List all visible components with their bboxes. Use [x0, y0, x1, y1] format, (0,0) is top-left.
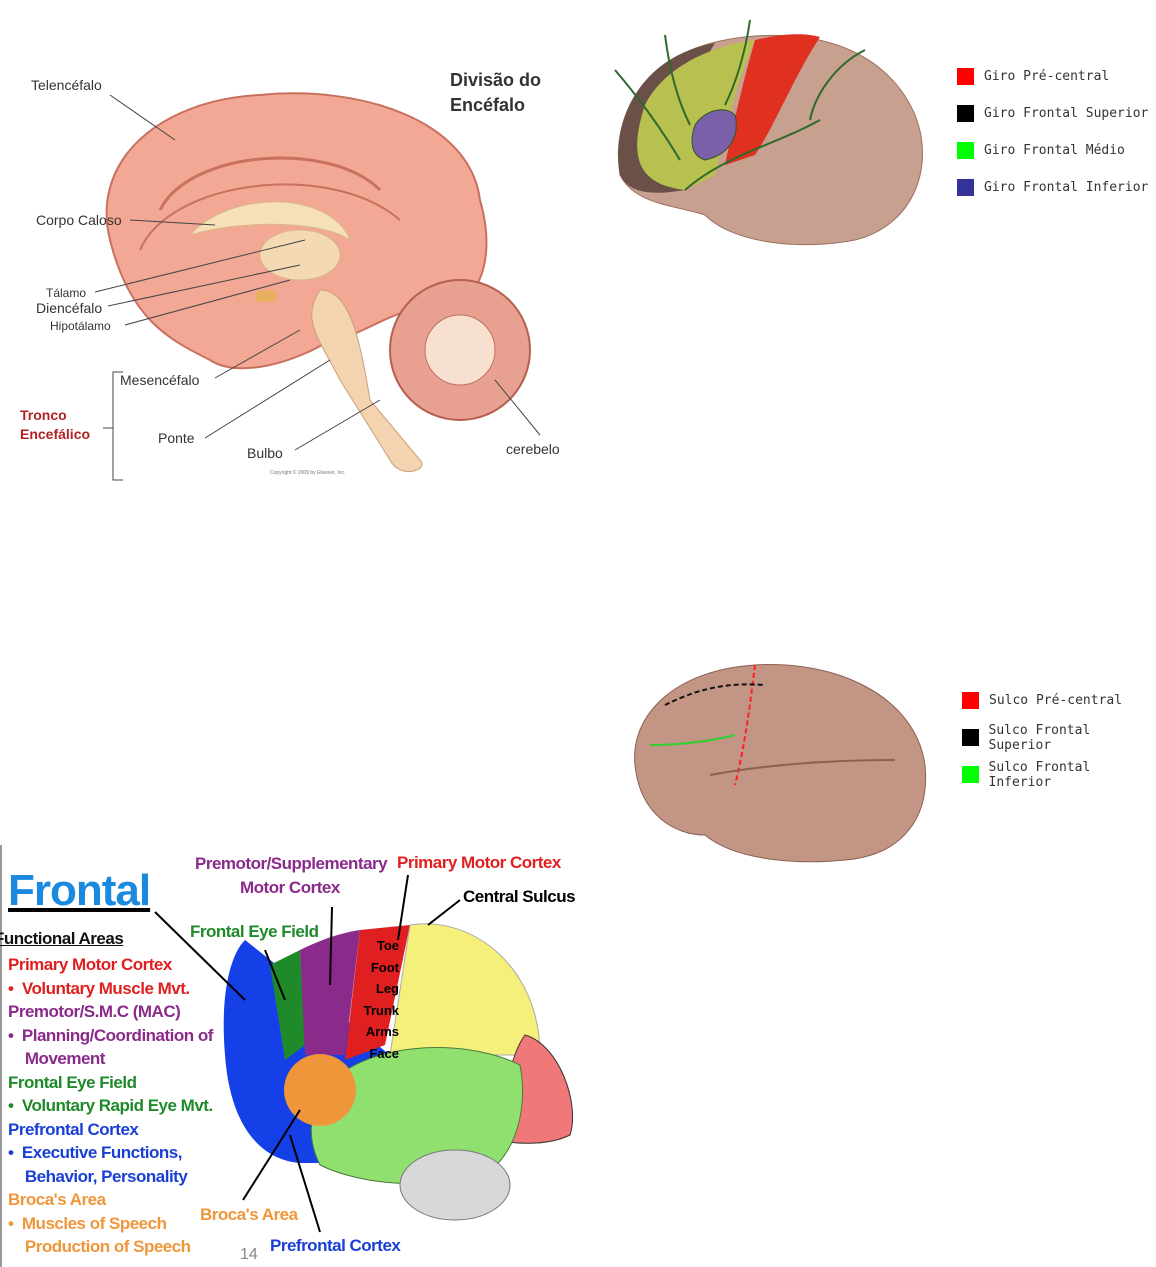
legend-label: Sulco Frontal Inferior	[988, 759, 1091, 790]
callout-primary-motor: Primary Motor Cortex	[397, 853, 561, 872]
homunculus-label: Trunk	[363, 1002, 399, 1018]
callout-premotor-2: Motor Cortex	[240, 878, 340, 897]
list-item: Prefrontal Cortex	[8, 1119, 139, 1139]
sulci-legend: Sulco Pré-central Sulco Frontal Superior…	[962, 682, 1156, 793]
page-number: 14	[240, 1246, 258, 1263]
homunculus-label: Arms	[365, 1024, 399, 1039]
list-item: Production of Speech	[8, 1237, 191, 1256]
homunculus-label: Leg	[375, 981, 399, 996]
legend-item: Sulco Pré-central	[962, 682, 1156, 719]
figure4-title: Frontal	[8, 866, 151, 915]
callout-central-sulcus: Central Sulcus	[463, 887, 576, 906]
callout-broca: Broca's Area	[200, 1205, 298, 1224]
list-item: Frontal Eye Field	[8, 1072, 137, 1092]
legend-item: Sulco Frontal Superior	[962, 719, 1156, 756]
legend-label: Giro Pré-central	[984, 69, 1110, 84]
legend-item: Giro Frontal Inferior	[957, 169, 1148, 206]
color-swatch	[957, 179, 974, 196]
legend-item: Giro Frontal Médio	[957, 132, 1148, 169]
figure1-title: Divisão do Encéfalo	[450, 68, 541, 118]
legend-item: Giro Frontal Superior	[957, 95, 1148, 132]
list-item: Primary Motor Cortex	[8, 955, 172, 974]
slide-border	[0, 845, 2, 1267]
list-item: • Executive Functions,	[8, 1143, 182, 1162]
figure4-subtitle: Functional Areas	[0, 929, 124, 948]
label-line: Encefálico	[20, 426, 91, 442]
list-item: • Muscles of Speech	[8, 1213, 167, 1233]
list-item: Premotor/S.M.C (MAC)	[8, 1002, 181, 1021]
label-diencefalo: Diencéfalo	[36, 300, 103, 316]
homunculus-label: Face	[369, 1045, 399, 1061]
frontal-lobe-illustration	[154, 874, 574, 1233]
legend-item: Giro Pré-central	[957, 58, 1148, 95]
label-corpo-caloso: Corpo Caloso	[36, 212, 122, 228]
callout-prefrontal: Prefrontal Cortex	[270, 1236, 401, 1255]
label-hipotalamo: Hipotálamo	[50, 319, 111, 333]
label-ponte: Ponte	[158, 430, 195, 446]
color-swatch	[957, 105, 974, 122]
legend-label: Sulco Pré-central	[989, 693, 1123, 708]
legend-label: Giro Frontal Superior	[984, 106, 1149, 121]
homunculus-label: Toe	[376, 938, 399, 953]
copyright: Copyright © 2009 by Elsevier, Inc.	[270, 470, 346, 476]
label-mesencefalo: Mesencéfalo	[120, 372, 200, 388]
callout-frontal-eye-field: Frontal Eye Field	[190, 922, 319, 941]
label-tronco-encefalico: Tronco Encefálico	[20, 406, 90, 444]
list-item: • Voluntary Rapid Eye Mvt.	[8, 1096, 213, 1115]
brain-sagittal-illustration	[94, 92, 541, 481]
legend-item: Sulco Frontal Inferior	[962, 756, 1156, 793]
list-item: • Voluntary Muscle Mvt.	[8, 978, 190, 998]
homunculus-label: Foot	[370, 959, 399, 975]
color-swatch	[957, 68, 974, 85]
label-line: Tronco	[20, 407, 67, 423]
list-item: • Planning/Coordination of	[8, 1025, 213, 1045]
label-bulbo: Bulbo	[247, 445, 283, 461]
list-item: Behavior, Personality	[8, 1166, 188, 1186]
color-swatch	[957, 142, 974, 159]
homunculus-labels: Toe Foot Leg Trunk Arms Face	[344, 935, 399, 1064]
functional-areas-list: Primary Motor Cortex • Voluntary Muscle …	[8, 953, 213, 1259]
color-swatch	[962, 729, 979, 746]
title-line: Encéfalo	[450, 95, 526, 115]
brain-lateral-sulci-illustration	[634, 664, 927, 863]
brain-lateral-gyri-illustration	[614, 19, 923, 246]
list-item: Broca's Area	[8, 1190, 106, 1209]
title-line: Divisão do	[450, 70, 542, 90]
legend-label: Giro Frontal Inferior	[984, 180, 1149, 195]
color-swatch	[962, 766, 979, 783]
label-talamo: Tálamo	[46, 286, 87, 300]
color-swatch	[962, 692, 979, 709]
label-cerebelo: cerebelo	[506, 441, 560, 457]
label-telencefalo: Telencéfalo	[31, 77, 102, 93]
gyri-legend: Giro Pré-central Giro Frontal Superior G…	[957, 58, 1148, 206]
legend-label: Sulco Frontal Superior	[988, 722, 1091, 753]
legend-label: Giro Frontal Médio	[984, 143, 1125, 158]
list-item: Movement	[8, 1049, 106, 1068]
callout-premotor: Premotor/Supplementary	[195, 854, 388, 873]
